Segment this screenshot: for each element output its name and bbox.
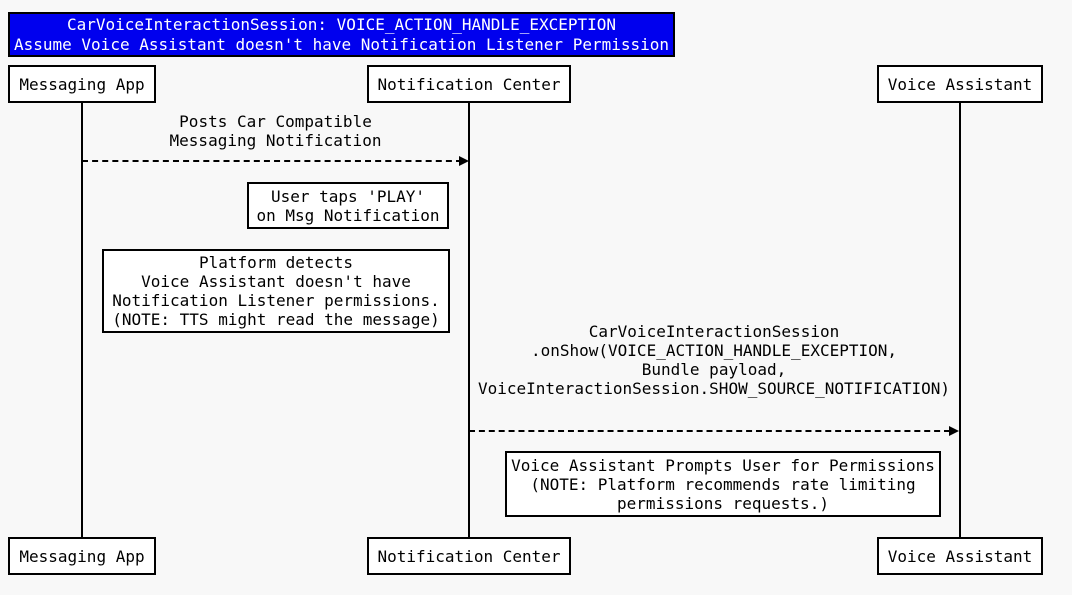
note-line: Notification Listener permissions.	[112, 291, 440, 310]
diagram-title-box: CarVoiceInteractionSession: VOICE_ACTION…	[8, 12, 675, 57]
note-platform-detects: Platform detects Voice Assistant doesn't…	[102, 249, 450, 333]
participant-label: Messaging App	[19, 74, 145, 94]
note-line: (NOTE: Platform recommends rate limiting	[530, 474, 916, 494]
participant-bottom-voice-assistant: Voice Assistant	[877, 537, 1043, 575]
participant-label: Voice Assistant	[887, 74, 1033, 94]
message-2-label-line-4: VoiceInteractionSession.SHOW_SOURCE_NOTI…	[477, 379, 950, 398]
participant-label: Notification Center	[377, 74, 561, 94]
note-line: (NOTE: TTS might read the message)	[112, 310, 440, 329]
participant-top-messaging-app: Messaging App	[8, 65, 156, 103]
lifeline-notification-center	[468, 103, 470, 537]
note-line: permissions requests.)	[617, 493, 829, 513]
participant-label: Voice Assistant	[887, 546, 1033, 566]
message-2-arrow	[469, 430, 950, 432]
diagram-title-line-2: Assume Voice Assistant doesn't have Noti…	[13, 34, 670, 54]
message-2-label: CarVoiceInteractionSession .onShow(VOICE…	[469, 322, 959, 398]
note-voice-assistant-prompts: Voice Assistant Prompts User for Permiss…	[505, 451, 941, 517]
lifeline-messaging-app	[81, 103, 83, 537]
message-2-label-line-2: .onShow(VOICE_ACTION_HANDLE_EXCEPTION,	[530, 341, 898, 360]
note-line: Voice Assistant Prompts User for Permiss…	[511, 455, 935, 475]
participant-label: Messaging App	[19, 546, 145, 566]
message-1-label-line-2: Messaging Notification	[169, 131, 382, 150]
message-1-arrow	[82, 160, 462, 162]
note-line: Voice Assistant doesn't have	[141, 272, 411, 291]
note-line: on Msg Notification	[256, 205, 440, 225]
participant-top-notification-center: Notification Center	[367, 65, 571, 103]
message-2-arrowhead-icon	[949, 426, 959, 436]
participant-bottom-notification-center: Notification Center	[367, 537, 571, 575]
participant-bottom-messaging-app: Messaging App	[8, 537, 156, 575]
message-2-label-line-1: CarVoiceInteractionSession	[588, 322, 840, 341]
participant-top-voice-assistant: Voice Assistant	[877, 65, 1043, 103]
note-line: User taps 'PLAY'	[270, 186, 426, 206]
message-1-label-line-1: Posts Car Compatible	[179, 112, 372, 131]
note-line: Platform detects	[198, 253, 354, 272]
note-user-taps-play: User taps 'PLAY' on Msg Notification	[247, 182, 449, 229]
message-1-label: Posts Car Compatible Messaging Notificat…	[82, 112, 469, 150]
message-1-arrowhead-icon	[459, 156, 469, 166]
participant-label: Notification Center	[377, 546, 561, 566]
lifeline-voice-assistant	[959, 103, 961, 537]
diagram-title-line-1: CarVoiceInteractionSession: VOICE_ACTION…	[66, 14, 617, 34]
message-2-label-line-3: Bundle payload,	[641, 360, 787, 379]
